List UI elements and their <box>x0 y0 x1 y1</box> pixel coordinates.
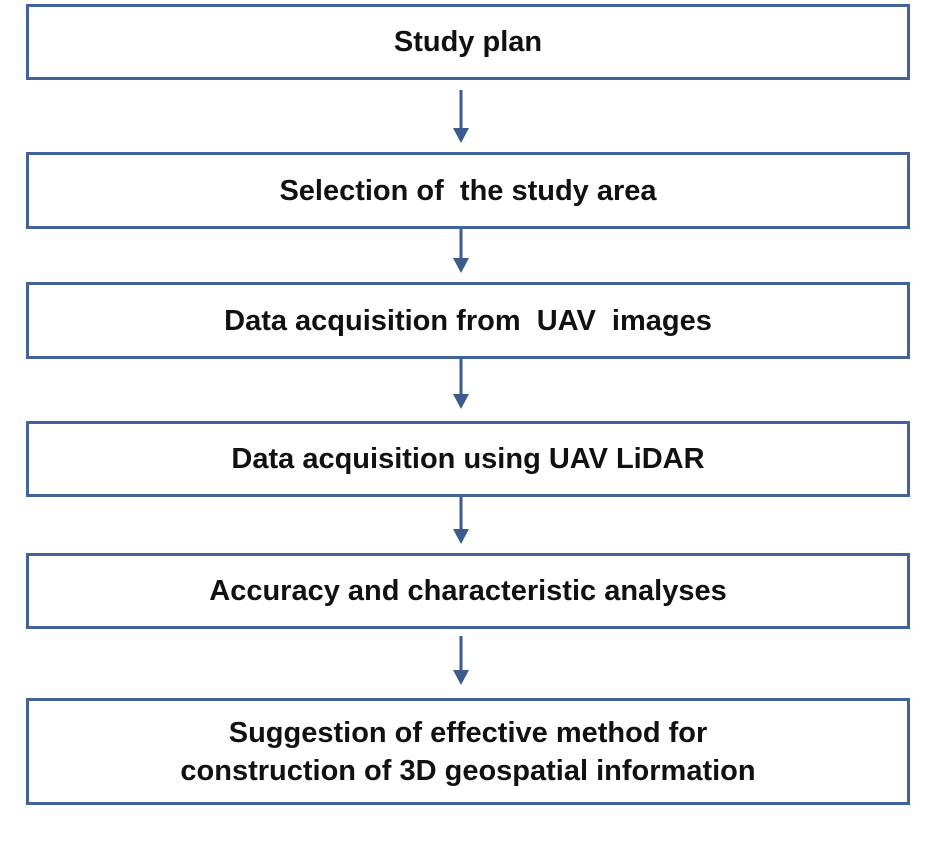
step-data-acquisition-uav-lidar: Data acquisition using UAV LiDAR <box>26 421 910 497</box>
step-label-line-1: Suggestion of effective method for <box>228 716 708 749</box>
step-label: Accuracy and characteristic analyses <box>209 575 727 607</box>
arrowhead-3-to-4 <box>453 394 469 409</box>
step-label: Data acquisition using UAV LiDAR <box>231 443 705 475</box>
step-suggestion-effective-method: Suggestion of effective method for const… <box>26 698 910 805</box>
step-label-line-2: construction of 3D geospatial informatio… <box>180 754 756 787</box>
arrowhead-2-to-3 <box>453 258 469 273</box>
step-label: Data acquisition from UAV images <box>224 304 712 337</box>
arrowhead-4-to-5 <box>453 529 469 544</box>
step-study-plan: Study plan <box>26 4 910 80</box>
arrowhead-1-to-2 <box>453 128 469 143</box>
step-data-acquisition-uav-images: Data acquisition from UAV images <box>26 282 910 359</box>
step-label: Selection of the study area <box>279 174 657 207</box>
arrowhead-5-to-6 <box>453 670 469 685</box>
step-selection-study-area: Selection of the study area <box>26 152 910 229</box>
step-label: Study plan <box>393 26 543 58</box>
step-accuracy-analyses: Accuracy and characteristic analyses <box>26 553 910 629</box>
